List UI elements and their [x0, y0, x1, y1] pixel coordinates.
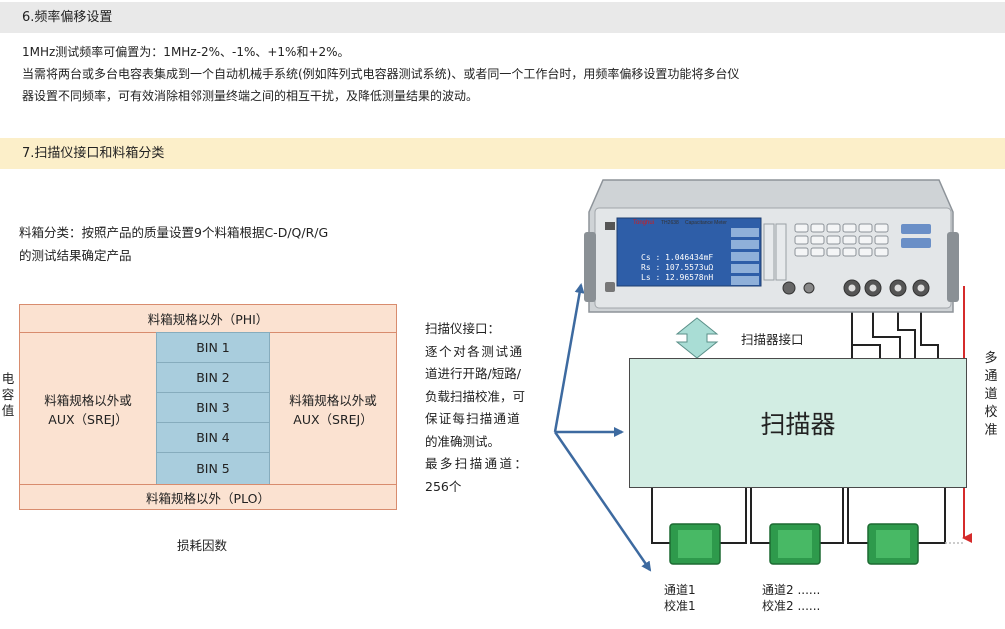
y-axis-char: 容: [1, 387, 15, 402]
bin-table: 料箱规格以外（PHI） 料箱规格以外或 AUX（SREJ） 料箱规格以外或 AU…: [19, 304, 397, 510]
fixture-icon: [867, 523, 919, 565]
scanner-interface-line: 扫描仪接口：: [425, 321, 501, 336]
multi-channel-label: 多 通 道 校 准: [984, 351, 998, 438]
scanner-label: 扫描器: [760, 410, 836, 439]
scanner-interface-line: 逐个对各测试通: [425, 343, 524, 359]
scanner-interface-line: 的准确测试。: [425, 433, 501, 449]
scanner-port-arrow: [675, 317, 719, 359]
channel-label: 通道1 校准1: [664, 583, 696, 613]
fixture-icon: [669, 523, 721, 565]
bin-cell: BIN 5: [156, 452, 270, 485]
scanner-interface-line: 最多扫描通道：: [425, 456, 530, 471]
x-axis-label: 损耗因数: [177, 538, 228, 553]
y-axis-char: 电: [1, 371, 15, 386]
scanner-port-label: 扫描器接口: [741, 332, 804, 347]
channel-label: 通道2 ...... 校准2 ......: [762, 583, 821, 613]
bin-col-left: 料箱规格以外或 AUX（SREJ）: [19, 332, 157, 485]
section-6-line-2: 当需将两台或多台电容表集成到一个自动机械手系统(例如阵列式电容器测试系统)、或者…: [22, 67, 740, 81]
meter-reading: Cs : 1.046434mF: [641, 253, 713, 262]
capacitance-meter-image: Tonghui TH2638 Capacitance Meter Cs : 1.…: [584, 179, 959, 313]
bin-cell: BIN 4: [156, 422, 270, 453]
scanner-interface-line: 负载扫描校准，可: [425, 388, 526, 404]
arrow-to-channel: [553, 431, 652, 572]
section-6-header: 6.频率偏移设置: [0, 2, 1005, 33]
binning-desc-line-2: 的测试结果确定产品: [19, 248, 132, 263]
section-6-line-1: 1MHz测试频率可偏置为：1MHz-2%、-1%、+1%和+2%。: [22, 45, 350, 59]
bin-col-right: 料箱规格以外或 AUX（SREJ）: [269, 332, 397, 485]
bin-row-phi: 料箱规格以外（PHI）: [19, 304, 397, 333]
scanner-interface-line: 保证每扫描通道: [425, 411, 521, 426]
meter-name: Capacitance Meter: [685, 220, 727, 226]
section-7-header: 7.扫描仪接口和料箱分类: [0, 138, 1005, 169]
bin-row-plo: 料箱规格以外（PLO）: [19, 484, 397, 510]
scanner-interface-line: 道进行开路/短路/: [425, 366, 521, 381]
bin-cell: BIN 1: [156, 332, 270, 363]
section-7-title: 7.扫描仪接口和料箱分类: [22, 146, 165, 161]
binning-desc-line-1: 料箱分类：按照产品的质量设置9个料箱根据C-D/Q/R/G: [19, 225, 329, 240]
fixture-icon: [769, 523, 821, 565]
arrow-to-meter: [553, 283, 585, 433]
scanner-box: 扫描器: [629, 358, 967, 488]
section-6-title: 6.频率偏移设置: [22, 10, 113, 25]
y-axis-char: 值: [1, 403, 15, 418]
meter-brand: Tonghui: [633, 220, 654, 226]
scanner-interface-line: 256个: [425, 478, 462, 494]
meter-model: TH2638: [661, 220, 679, 226]
meter-reading: Rs : 107.5573uΩ: [641, 263, 713, 272]
scanner-interface-text: 扫描仪接口： 逐个对各测试通 道进行开路/短路/ 负载扫描校准，可 保证每扫描通…: [425, 318, 555, 498]
section-6-line-3: 器设置不同频率，可有效消除相邻测量终端之间的相互干扰，及降低测量结果的波动。: [22, 89, 479, 103]
meter-reading: Ls : 12.96578nH: [641, 273, 713, 282]
